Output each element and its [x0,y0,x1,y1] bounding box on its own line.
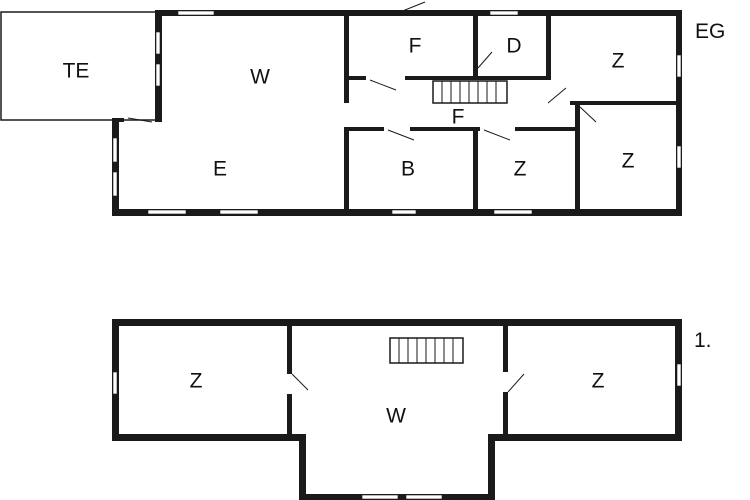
wall [344,76,366,80]
room-e: E [213,158,227,181]
window [112,171,118,197]
wall [503,392,508,438]
room-z: Z [622,150,635,173]
room-te: TE [63,60,90,83]
window [112,137,118,163]
wall [570,101,680,105]
door-swings [127,1,597,141]
wall [344,13,349,103]
room-b: B [401,158,415,181]
room-z: Z [190,370,203,393]
window [155,63,161,87]
room-d: D [506,35,521,58]
room-w: W [250,66,270,89]
window [147,209,187,215]
window [155,31,161,55]
floor-label-eg: EG [695,20,725,43]
wall [112,118,124,122]
window [391,209,417,215]
wall [112,434,306,441]
wall [515,127,577,131]
wall [344,127,384,131]
floor-label-1: 1. [694,329,712,352]
wall [488,434,682,441]
room-z: Z [592,370,605,393]
wall [676,10,682,216]
window [177,10,215,16]
wall [488,434,495,500]
first-floor: 1. Z W Z [112,319,712,500]
wall [575,101,580,212]
ground-floor: EG TE W E F D F B Z Z Z [0,1,725,216]
room-z: Z [612,50,625,73]
wall [287,394,292,438]
wall [287,322,292,374]
stairs [432,80,508,104]
window [219,209,259,215]
stairs [389,337,464,364]
wall [473,127,478,212]
window [676,145,682,169]
window [112,371,118,395]
window [405,494,443,500]
wall [473,13,478,80]
wall [299,434,306,500]
window [676,363,682,387]
window [489,10,519,16]
wall [503,322,508,372]
room-hall-f: F [452,106,465,129]
wall [112,319,682,326]
window [493,209,533,215]
window [361,494,399,500]
wall [546,13,551,80]
window [676,54,682,78]
wall [155,10,682,16]
door-swings [291,373,525,393]
room-z: Z [514,158,527,181]
wall [112,118,119,216]
wall [410,127,480,131]
room-f: F [409,35,422,58]
room-w: W [386,405,406,428]
wall [344,127,349,212]
